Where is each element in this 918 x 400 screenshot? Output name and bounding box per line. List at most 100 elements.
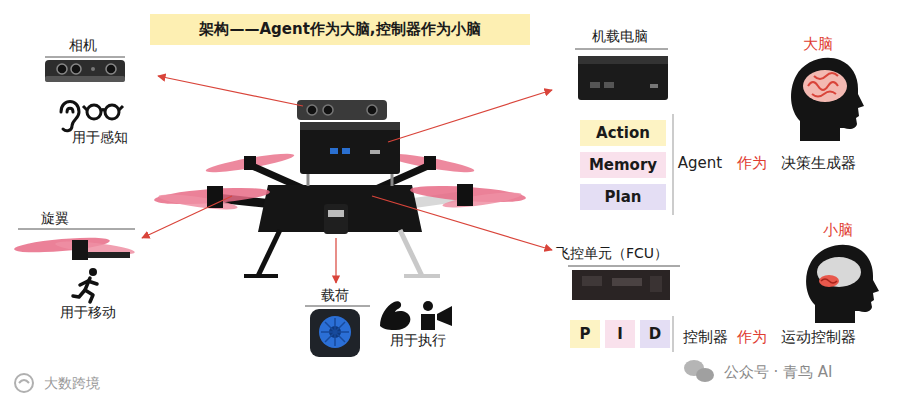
- part-heading: 飞控单元（FCU）: [556, 245, 668, 262]
- watermark: 公众号 · 青鸟 AI: [724, 363, 833, 381]
- drone-picture-part: [367, 105, 377, 115]
- camera-picture-part: [45, 76, 125, 82]
- drone-picture-part: [457, 184, 473, 206]
- heading-rule-part: [45, 57, 125, 58]
- box-text: Action: [596, 124, 650, 142]
- watermark-logo-part: [15, 374, 33, 392]
- drone-picture: [154, 100, 527, 276]
- drone-picture-part: [330, 148, 338, 154]
- camera-picture-part: [71, 64, 81, 74]
- cerebellum-head-icon-part: [806, 245, 879, 323]
- role-label: Agent: [678, 154, 722, 172]
- pointer-arrow-part: [388, 90, 552, 142]
- fcu-picture-part: [572, 270, 670, 300]
- running-icon: [73, 268, 97, 302]
- heading-rule-part: [305, 306, 370, 307]
- ear-icon: [61, 102, 79, 131]
- running-icon-part: [73, 290, 93, 302]
- wechat-icon: [684, 360, 714, 382]
- pid-term-box: I: [605, 320, 635, 348]
- computer-picture-part: [604, 82, 614, 88]
- brain-head-icon-part: [808, 73, 838, 97]
- camera-picture: [45, 60, 125, 82]
- drone-picture-part: [391, 172, 394, 186]
- muscle-icon: [380, 301, 410, 330]
- rotor-picture: [14, 235, 136, 260]
- part-heading: 载荷: [321, 287, 349, 304]
- drone-picture-part: [244, 274, 278, 278]
- fcu-picture-part: [612, 278, 642, 286]
- heading-rule-part: [18, 229, 135, 230]
- glasses-icon-part: [87, 105, 101, 119]
- component-callout: 相机用于感知: [40, 33, 140, 148]
- drone-picture-part: [324, 204, 348, 234]
- part-function: 用于执行: [390, 332, 446, 349]
- title-banner: 架构——Agent作为大脑,控制器作为小脑: [150, 14, 530, 45]
- pointer-arrow-part: [142, 196, 232, 238]
- ear-icon-part: [67, 108, 73, 112]
- heading-rule-part: [575, 49, 668, 50]
- box-text: Memory: [589, 156, 657, 174]
- brain-head-icon: [791, 58, 864, 141]
- brain-label: 小脑: [823, 221, 853, 239]
- glasses-icon-part: [83, 106, 123, 110]
- group-bracket-part: [673, 114, 674, 215]
- role-connector-word: 作为: [737, 328, 767, 346]
- pointer-arrow-part: [158, 76, 303, 106]
- computer-picture-part: [590, 82, 600, 88]
- part-heading: 旋翼: [41, 210, 69, 227]
- pid-term-box: P: [570, 320, 600, 348]
- component-callout: 机载电脑: [570, 24, 674, 106]
- megaphone-icon: [421, 301, 452, 330]
- watermark-logo: [15, 374, 33, 392]
- pid-term-box: D: [640, 320, 670, 348]
- box-text: D: [649, 325, 661, 343]
- payload-picture: [310, 309, 360, 357]
- drone-picture-part: [300, 122, 400, 130]
- drone-picture-part: [342, 148, 350, 154]
- group-bracket: [673, 114, 674, 352]
- part-function: 用于感知: [72, 129, 128, 146]
- fcu-picture: [572, 270, 670, 300]
- watermark-logo-part: [19, 380, 29, 383]
- drone-picture-part: [205, 150, 295, 175]
- drone-picture-part: [400, 230, 422, 276]
- computer-picture-part: [578, 56, 668, 64]
- megaphone-icon-part: [437, 306, 452, 326]
- drone-picture-part: [158, 191, 239, 212]
- drone-picture-part: [323, 105, 333, 115]
- role-label: 运动控制器: [781, 328, 856, 346]
- fcu-picture-part: [582, 276, 602, 286]
- watermark: 大数跨境: [44, 375, 100, 392]
- drone-picture-part: [300, 122, 400, 174]
- drone-picture-part: [307, 172, 310, 186]
- component-callout: 载荷用于执行: [300, 283, 465, 353]
- computer-picture: [578, 56, 668, 100]
- running-icon-part: [80, 281, 97, 285]
- computer-picture-part: [650, 84, 658, 88]
- box-text: I: [617, 325, 623, 343]
- group-bracket-part: [673, 316, 674, 352]
- drone-picture-part: [297, 100, 387, 120]
- drone-picture-part: [404, 274, 440, 278]
- drone-picture-part: [207, 186, 223, 208]
- cerebellum-head-icon-part: [817, 257, 861, 287]
- part-function: 用于移动: [60, 304, 116, 321]
- drone-picture-part: [307, 105, 317, 115]
- megaphone-icon-part: [421, 314, 435, 330]
- cerebellum-head-icon: [806, 245, 879, 323]
- pointer-arrow: [142, 76, 552, 283]
- glasses-icon-part: [101, 110, 105, 112]
- part-heading: 机载电脑: [592, 28, 648, 45]
- drone-picture-part: [258, 230, 280, 276]
- camera-picture-part: [57, 64, 67, 74]
- brain-head-icon-part: [803, 70, 847, 102]
- rotor-picture-part: [72, 240, 88, 260]
- box-text: P: [580, 325, 591, 343]
- camera-picture-part: [45, 60, 125, 82]
- camera-picture-part: [91, 67, 95, 71]
- running-icon-part: [89, 268, 97, 276]
- glasses-icon: [83, 105, 123, 119]
- glasses-icon-part: [105, 105, 119, 119]
